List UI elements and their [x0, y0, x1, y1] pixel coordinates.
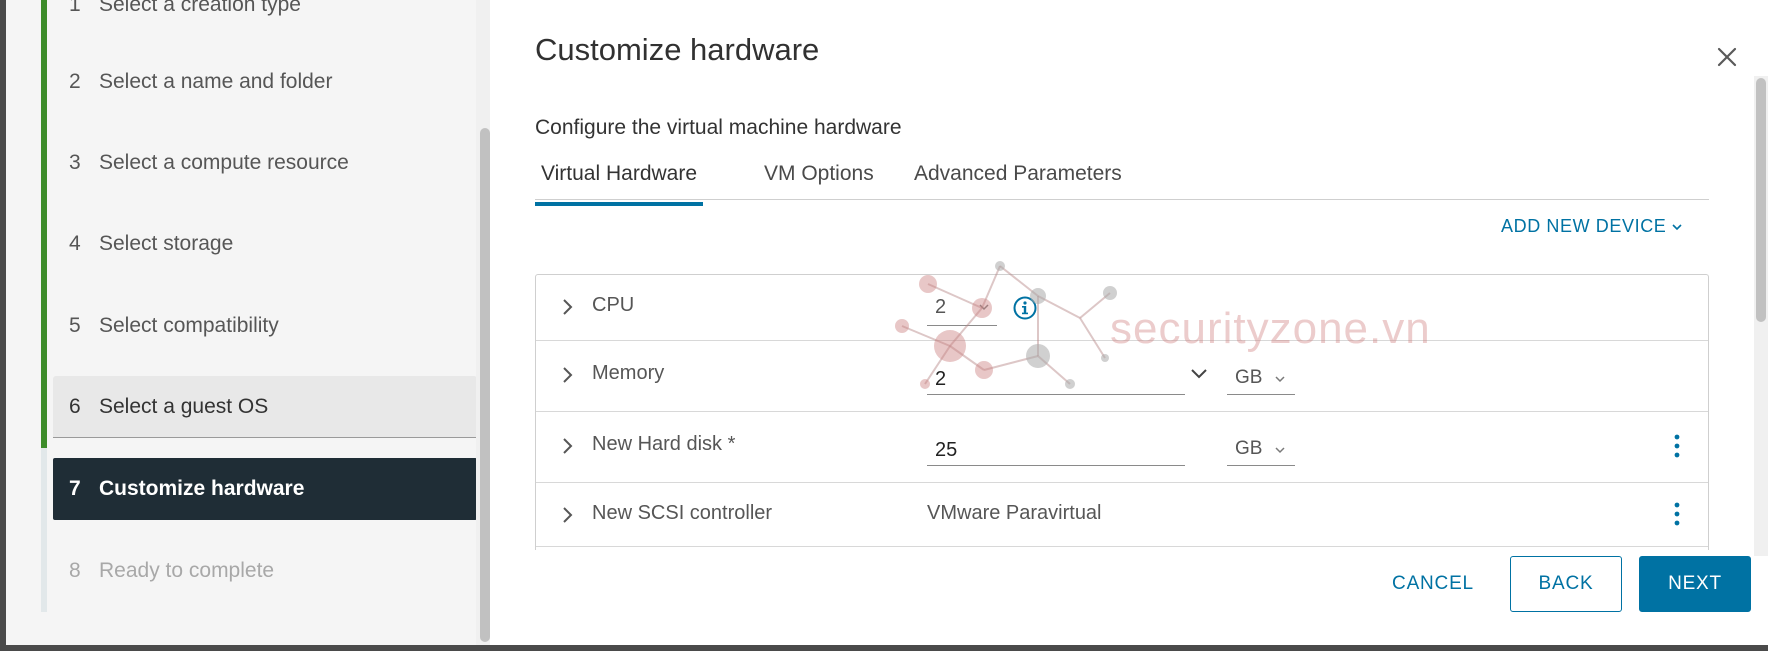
main-scroll-thumb[interactable] [1756, 78, 1766, 322]
hard-disk-actions-button[interactable] [1667, 432, 1687, 462]
tab-vm-options[interactable]: VM Options [764, 162, 874, 185]
wizard-nav-scroll-thumb[interactable] [480, 128, 490, 642]
chevron-right-icon [563, 367, 573, 383]
hardware-row-scsi-controller: New SCSI controller VMware Paravirtual [536, 483, 1708, 547]
new-vm-wizard-dialog: 1 Select a creation type 2 Select a name… [6, 0, 1768, 645]
memory-size-input[interactable] [927, 357, 1185, 395]
hardware-table: CPU 2 [535, 274, 1709, 550]
step-number: 3 [69, 151, 81, 174]
expand-hard-disk-button[interactable] [558, 434, 578, 458]
hard-disk-unit-value: GB [1235, 438, 1263, 459]
wizard-step-guest-os[interactable]: 6 Select a guest OS [53, 376, 477, 438]
hardware-row-partial [536, 547, 1708, 550]
wizard-nav: 1 Select a creation type 2 Select a name… [6, 0, 490, 645]
cpu-count-value: 2 [935, 296, 947, 318]
expand-cpu-button[interactable] [558, 295, 578, 319]
step-label: Ready to complete [99, 559, 275, 582]
step-label: Customize hardware [99, 477, 305, 500]
page-title: Customize hardware [535, 32, 820, 67]
chevron-right-icon [563, 438, 573, 454]
chevron-down-icon [1672, 223, 1682, 230]
step-label: Select a guest OS [99, 394, 269, 418]
hardware-row-memory: Memory GB [536, 341, 1708, 412]
wizard-step-compatibility[interactable]: 5 Select compatibility [53, 295, 477, 357]
hard-disk-unit-select[interactable]: GB [1227, 428, 1295, 466]
add-new-device-button[interactable]: ADD NEW DEVICE [1501, 216, 1684, 237]
wizard-step-ready-to-complete: 8 Ready to complete [53, 540, 477, 602]
scsi-controller-label: New SCSI controller [592, 502, 773, 524]
kebab-menu-icon [1674, 502, 1680, 526]
wizard-progress-bar [41, 0, 47, 448]
chevron-down-icon [1191, 369, 1207, 379]
memory-unit-value: GB [1235, 367, 1263, 388]
next-button[interactable]: NEXT [1639, 556, 1751, 612]
hard-disk-label: New Hard disk * [592, 433, 736, 455]
wizard-step-name-folder[interactable]: 2 Select a name and folder [53, 51, 477, 113]
step-number: 7 [69, 477, 81, 500]
hard-disk-size-input[interactable] [927, 428, 1185, 466]
cancel-button[interactable]: CANCEL [1373, 556, 1493, 612]
memory-preset-dropdown[interactable] [1187, 363, 1211, 385]
back-button[interactable]: BACK [1510, 556, 1622, 612]
wizard-step-creation-type[interactable]: 1 Select a creation type [53, 0, 477, 36]
memory-unit-select[interactable]: GB [1227, 357, 1295, 395]
hardware-row-cpu: CPU 2 [536, 275, 1708, 341]
step-number: 5 [69, 314, 81, 337]
wizard-progress-remaining [41, 448, 47, 612]
tab-advanced-parameters[interactable]: Advanced Parameters [914, 162, 1122, 185]
close-icon [1717, 47, 1737, 67]
memory-label: Memory [592, 362, 665, 384]
step-label: Select a creation type [99, 0, 301, 16]
expand-memory-button[interactable] [558, 363, 578, 387]
step-label: Select storage [99, 232, 234, 255]
scsi-controller-type: VMware Paravirtual [927, 502, 1102, 524]
step-label: Select compatibility [99, 314, 279, 337]
step-number: 1 [69, 0, 81, 16]
step-number: 2 [69, 70, 81, 93]
step-number: 8 [69, 559, 81, 582]
tab-virtual-hardware[interactable]: Virtual Hardware [535, 162, 704, 206]
page-subtitle: Configure the virtual machine hardware [535, 116, 902, 139]
wizard-step-storage[interactable]: 4 Select storage [53, 213, 477, 275]
chevron-right-icon [563, 507, 573, 523]
add-new-device-label: ADD NEW DEVICE [1501, 216, 1667, 236]
step-label: Select a compute resource [99, 151, 349, 174]
cpu-label: CPU [592, 294, 635, 316]
scsi-actions-button[interactable] [1667, 500, 1687, 530]
wizard-step-compute-resource[interactable]: 3 Select a compute resource [53, 132, 477, 194]
cpu-info-button[interactable] [1012, 295, 1038, 321]
cpu-count-select[interactable]: 2 [927, 290, 997, 326]
chevron-down-icon [1275, 376, 1285, 383]
chevron-down-icon [1275, 447, 1285, 454]
step-number: 4 [69, 232, 81, 255]
info-icon [1013, 296, 1037, 320]
hardware-row-hard-disk: New Hard disk * GB [536, 412, 1708, 483]
step-label: Select a name and folder [99, 70, 333, 93]
expand-scsi-button[interactable] [558, 503, 578, 527]
step-number: 6 [69, 394, 81, 418]
main-panel: Customize hardware Configure the virtual… [490, 0, 1768, 645]
chevron-right-icon [563, 299, 573, 315]
tab-bar: Virtual Hardware VM Options Advanced Par… [535, 156, 1709, 206]
wizard-step-customize-hardware[interactable]: 7 Customize hardware [53, 458, 477, 520]
close-button[interactable] [1710, 40, 1744, 74]
chevron-down-icon [979, 304, 989, 311]
kebab-menu-icon [1674, 434, 1680, 458]
